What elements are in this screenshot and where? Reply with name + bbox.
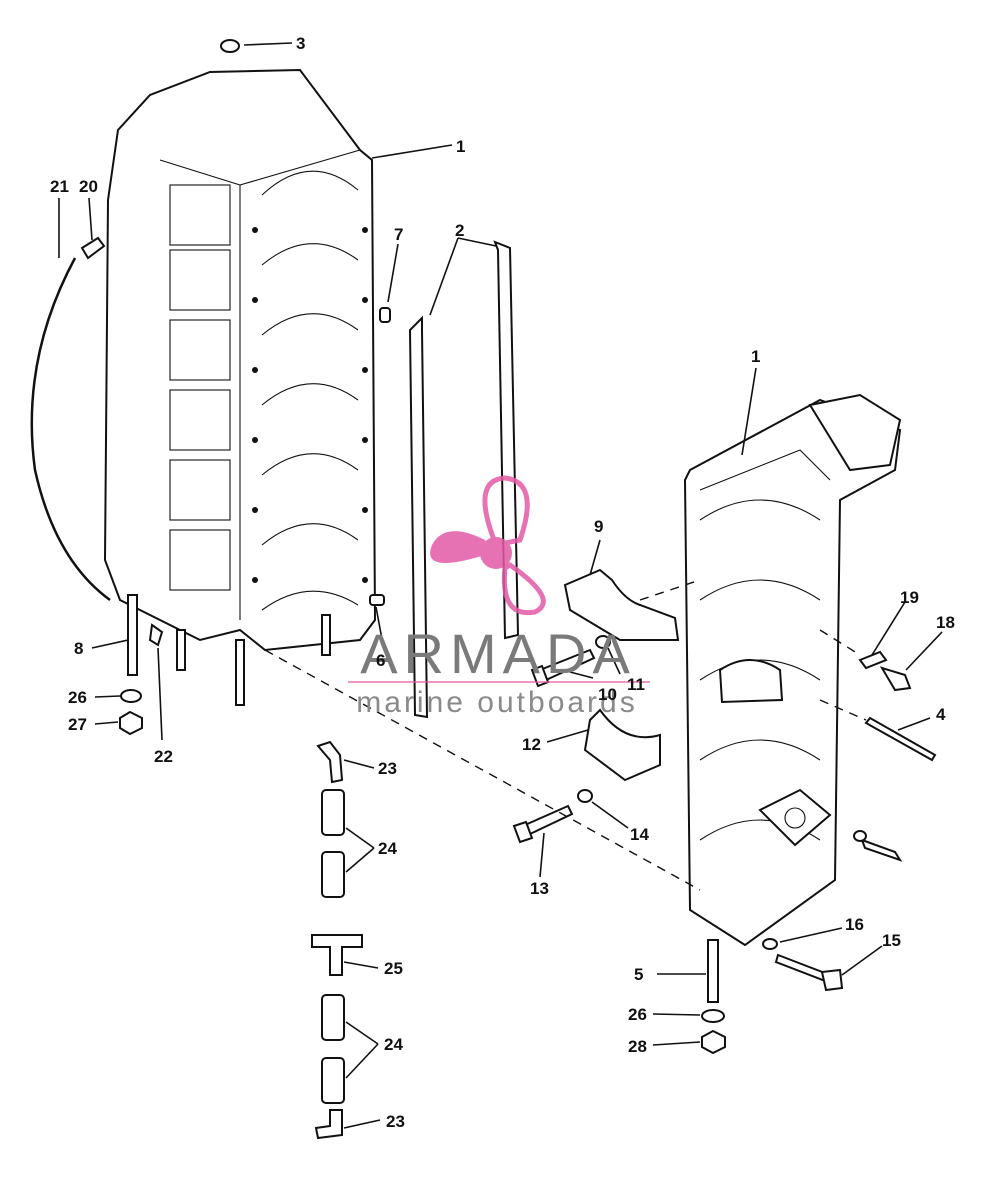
callout-8: 8 (74, 639, 83, 658)
callout-28: 28 (628, 1037, 647, 1056)
cylinder-block-left (103, 68, 377, 706)
callout-27: 27 (68, 715, 87, 734)
callout-13: 13 (530, 879, 549, 898)
callout-6: 6 (376, 651, 385, 670)
callout-16: 16 (845, 915, 864, 934)
callout-labels: 3 1 2 7 21 20 8 26 27 22 6 9 10 11 12 13… (50, 34, 955, 1131)
callout-23-top: 23 (378, 759, 397, 778)
callout-1-left: 1 (456, 137, 465, 156)
callout-10: 10 (598, 685, 617, 704)
callout-23-bottom: 23 (386, 1112, 405, 1131)
callout-24-bottom: 24 (384, 1035, 403, 1054)
callout-12: 12 (522, 735, 541, 754)
callout-22: 22 (154, 747, 173, 766)
callout-26-right: 26 (628, 1005, 647, 1024)
callout-24-top: 24 (378, 839, 397, 858)
crankcase-cover-right (683, 393, 902, 947)
callout-9: 9 (594, 517, 603, 536)
small-parts (30, 39, 937, 1140)
callout-26-left: 26 (68, 688, 87, 707)
leader-lines (58, 42, 943, 1129)
watermark-brand: ARMADA (360, 622, 636, 685)
propeller-logo (348, 475, 650, 683)
alignment-line (264, 649, 701, 891)
callout-4: 4 (936, 705, 946, 724)
callout-11: 11 (627, 675, 645, 694)
callout-25: 25 (384, 959, 403, 978)
callout-21: 21 (50, 177, 69, 196)
callout-3: 3 (296, 34, 305, 53)
callout-20: 20 (79, 177, 98, 196)
callout-15: 15 (882, 931, 901, 950)
callout-1-right: 1 (751, 347, 760, 366)
callout-18: 18 (936, 613, 955, 632)
armada-watermark: ARMADA marine outboards (348, 475, 650, 719)
watermark-tagline: marine outboards (356, 686, 637, 719)
callout-2: 2 (455, 221, 464, 240)
callout-19: 19 (900, 588, 919, 607)
callout-14: 14 (630, 825, 649, 844)
callout-7: 7 (394, 225, 403, 244)
callout-5: 5 (634, 965, 643, 984)
